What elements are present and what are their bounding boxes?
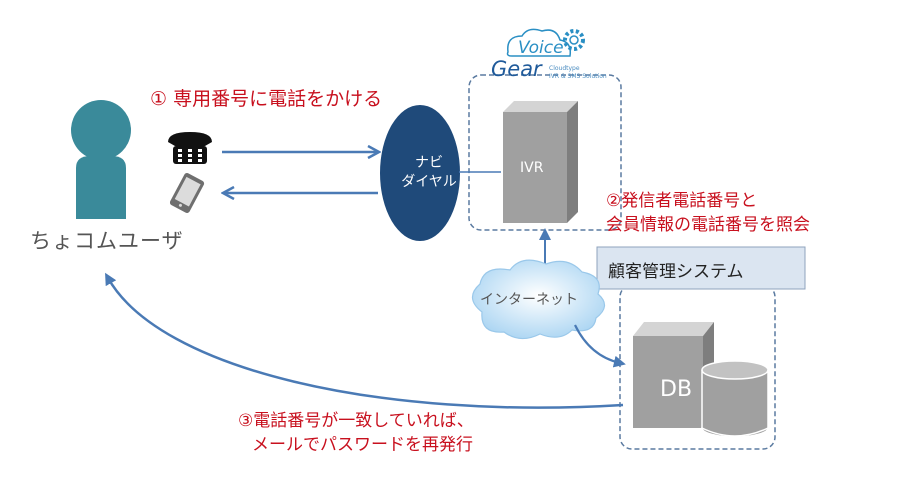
smartphone-icon [169,173,205,213]
navi-dial-label-line2: ダイヤル [401,174,457,190]
internet-to-db-arrow [574,324,626,368]
step2-label-line1: ②発信者電話番号と [606,191,758,211]
user-label: ちょコムユーザ [30,229,184,253]
navi-dial-node [380,105,460,241]
step1-label: ① 専用番号に電話をかける [150,88,383,110]
gear-icon [563,29,585,51]
reissue-arrow [105,272,624,409]
logo-voice-text: Voice [518,38,564,58]
logo-subtitle-line1: Cloudtype [549,65,580,72]
server-icon [633,322,714,428]
database-icon [701,360,769,438]
step3-label-line1: ③電話番号が一致していれば、 [238,411,474,431]
cloud-icon [471,259,606,340]
crm-system-label: 顧客管理システム [608,262,744,282]
telephone-icon [168,132,212,164]
user-icon [71,100,131,219]
step2-label-line2: 会員情報の電話番号を照会 [606,215,810,235]
logo-subtitle-line2: IVR & SMS Solution [549,73,607,80]
logo-gear-text: Gear [491,57,542,81]
internet-label: インターネット [480,292,578,308]
db-label: DB [660,377,693,402]
step3-label-line2: メールでパスワードを再発行 [252,435,473,455]
voicegear-logo-cloud [506,28,572,57]
crm-system-header [596,246,806,290]
ivr-server-icon [503,101,578,223]
navi-dial-label-line1: ナビ [415,155,443,171]
ivr-label: IVR [520,160,544,176]
